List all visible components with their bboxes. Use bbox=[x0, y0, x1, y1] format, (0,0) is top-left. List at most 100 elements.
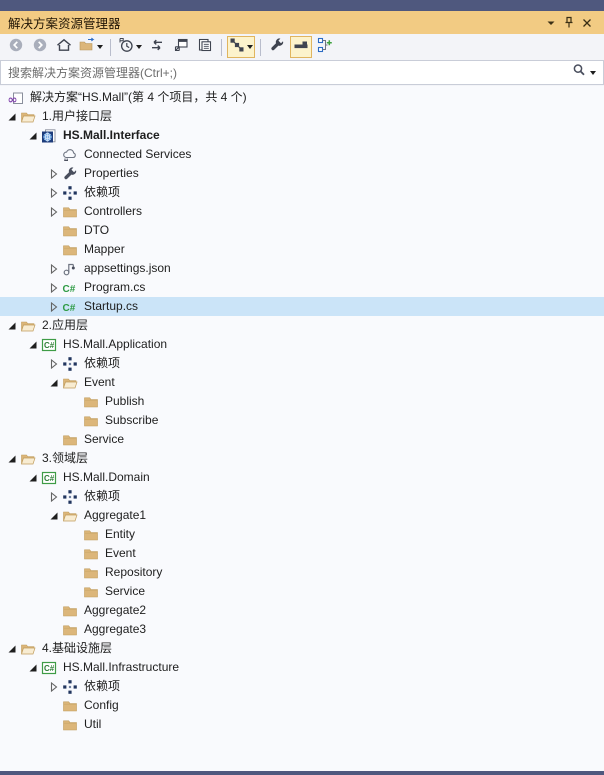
folder-closed-icon bbox=[62, 242, 78, 258]
tree-item-label: appsettings.json bbox=[84, 261, 171, 275]
switch-views-button[interactable] bbox=[77, 36, 105, 58]
auto-hide-button[interactable] bbox=[560, 14, 578, 32]
tree-item-label: Connected Services bbox=[84, 147, 192, 161]
expander-spacer bbox=[46, 147, 62, 163]
tree-row[interactable]: Util bbox=[0, 715, 604, 734]
folder-closed-icon bbox=[62, 223, 78, 239]
expander-expanded-icon[interactable] bbox=[46, 375, 62, 391]
search-icon[interactable] bbox=[572, 63, 586, 82]
tree-row[interactable]: Controllers bbox=[0, 202, 604, 221]
dependencies-icon bbox=[62, 185, 78, 201]
tree-row[interactable]: ∞解决方案“HS.Mall”(第 4 个项目，共 4 个) bbox=[0, 88, 604, 107]
wrench-icon bbox=[269, 37, 285, 58]
tree-item-label: HS.Mall.Infrastructure bbox=[63, 660, 180, 674]
tree-row[interactable]: Subscribe bbox=[0, 411, 604, 430]
tool-window-titlebar[interactable]: 解决方案资源管理器 bbox=[0, 11, 604, 34]
dropdown-caret-icon[interactable] bbox=[136, 45, 142, 49]
back-button[interactable] bbox=[5, 36, 27, 58]
expander-collapsed-icon[interactable] bbox=[46, 280, 62, 296]
expander-collapsed-icon[interactable] bbox=[46, 261, 62, 277]
folder-closed-icon bbox=[62, 432, 78, 448]
expander-expanded-icon[interactable] bbox=[25, 337, 41, 353]
sync-with-active-document-button[interactable] bbox=[146, 36, 168, 58]
expander-collapsed-icon[interactable] bbox=[46, 679, 62, 695]
folder-open-icon bbox=[20, 451, 36, 467]
dropdown-caret-icon[interactable] bbox=[97, 45, 103, 49]
tree-row[interactable]: HS.Mall.Interface bbox=[0, 126, 604, 145]
tree-item-label: Properties bbox=[84, 166, 139, 180]
tree-row[interactable]: C#HS.Mall.Domain bbox=[0, 468, 604, 487]
tree-item-label: Util bbox=[84, 717, 102, 731]
expander-collapsed-icon[interactable] bbox=[46, 489, 62, 505]
expander-expanded-icon[interactable] bbox=[25, 660, 41, 676]
tree-row[interactable]: 3.领域层 bbox=[0, 449, 604, 468]
tree-row[interactable]: Entity bbox=[0, 525, 604, 544]
dropdown-caret-icon[interactable] bbox=[247, 45, 253, 49]
tree-row[interactable]: Mapper bbox=[0, 240, 604, 259]
preview-selected-items-button[interactable] bbox=[194, 36, 216, 58]
search-input[interactable] bbox=[1, 65, 565, 80]
forward-button[interactable] bbox=[29, 36, 51, 58]
show-all-files-button[interactable] bbox=[314, 36, 336, 58]
properties-button[interactable] bbox=[266, 36, 288, 58]
tree-row[interactable]: Properties bbox=[0, 164, 604, 183]
tree-row[interactable]: Repository bbox=[0, 563, 604, 582]
tree-row[interactable]: Publish bbox=[0, 392, 604, 411]
tree-row[interactable]: Aggregate1 bbox=[0, 506, 604, 525]
web-project-icon bbox=[41, 128, 57, 144]
tree-row[interactable]: C#HS.Mall.Infrastructure bbox=[0, 658, 604, 677]
expander-collapsed-icon[interactable] bbox=[46, 185, 62, 201]
home-button[interactable] bbox=[53, 36, 75, 58]
close-button[interactable] bbox=[578, 14, 596, 32]
tree-row[interactable]: Service bbox=[0, 582, 604, 601]
home-icon bbox=[56, 37, 72, 58]
tree-row[interactable]: 依赖项 bbox=[0, 487, 604, 506]
pending-changes-filter-button[interactable] bbox=[116, 36, 144, 58]
csharp-file-icon: C# bbox=[62, 299, 78, 315]
tree-item-label: 依赖项 bbox=[84, 489, 121, 503]
expander-expanded-icon[interactable] bbox=[4, 641, 20, 657]
tree-row[interactable]: 4.基础设施层 bbox=[0, 639, 604, 658]
tree-row[interactable]: Aggregate3 bbox=[0, 620, 604, 639]
window-position-button[interactable] bbox=[542, 14, 560, 32]
expander-collapsed-icon[interactable] bbox=[46, 299, 62, 315]
tree-row[interactable]: DTO bbox=[0, 221, 604, 240]
tree-row[interactable]: 依赖项 bbox=[0, 677, 604, 696]
expander-collapsed-icon[interactable] bbox=[46, 166, 62, 182]
expander-expanded-icon[interactable] bbox=[25, 470, 41, 486]
tree-row[interactable]: Service bbox=[0, 430, 604, 449]
expander-expanded-icon[interactable] bbox=[25, 128, 41, 144]
expander-expanded-icon[interactable] bbox=[4, 109, 20, 125]
tree-row[interactable]: 依赖项 bbox=[0, 183, 604, 202]
tree-row[interactable]: Event bbox=[0, 373, 604, 392]
clock-icon bbox=[118, 37, 134, 58]
collapse-all-button[interactable] bbox=[170, 36, 192, 58]
tree-item-label: Config bbox=[84, 698, 119, 712]
dependencies-icon bbox=[62, 679, 78, 695]
search-field[interactable] bbox=[0, 60, 604, 85]
tree-row[interactable]: 1.用户接口层 bbox=[0, 107, 604, 126]
preview-toggle-button[interactable] bbox=[290, 36, 312, 58]
tree-row[interactable]: 依赖项 bbox=[0, 354, 604, 373]
tree-item-label: 3.领域层 bbox=[42, 451, 89, 465]
expander-expanded-icon[interactable] bbox=[46, 508, 62, 524]
expander-expanded-icon[interactable] bbox=[4, 318, 20, 334]
expander-collapsed-icon[interactable] bbox=[46, 356, 62, 372]
tree-row[interactable]: 2.应用层 bbox=[0, 316, 604, 335]
collapse-all-icon bbox=[173, 37, 189, 58]
file-nesting-button[interactable] bbox=[227, 36, 255, 58]
tree-row[interactable]: Connected Services bbox=[0, 145, 604, 164]
tree-row[interactable]: Aggregate2 bbox=[0, 601, 604, 620]
tree-row[interactable]: Event bbox=[0, 544, 604, 563]
tree-row[interactable]: C#HS.Mall.Application bbox=[0, 335, 604, 354]
search-options-caret-icon[interactable] bbox=[590, 70, 596, 75]
expander-spacer bbox=[67, 413, 83, 429]
tree-row[interactable]: C#Program.cs bbox=[0, 278, 604, 297]
tree-row[interactable]: C#Startup.cs bbox=[0, 297, 604, 316]
expander-collapsed-icon[interactable] bbox=[46, 204, 62, 220]
tree-row[interactable]: Config bbox=[0, 696, 604, 715]
tree-item-label: Entity bbox=[105, 527, 136, 541]
tree-row[interactable]: appsettings.json bbox=[0, 259, 604, 278]
expander-expanded-icon[interactable] bbox=[4, 451, 20, 467]
